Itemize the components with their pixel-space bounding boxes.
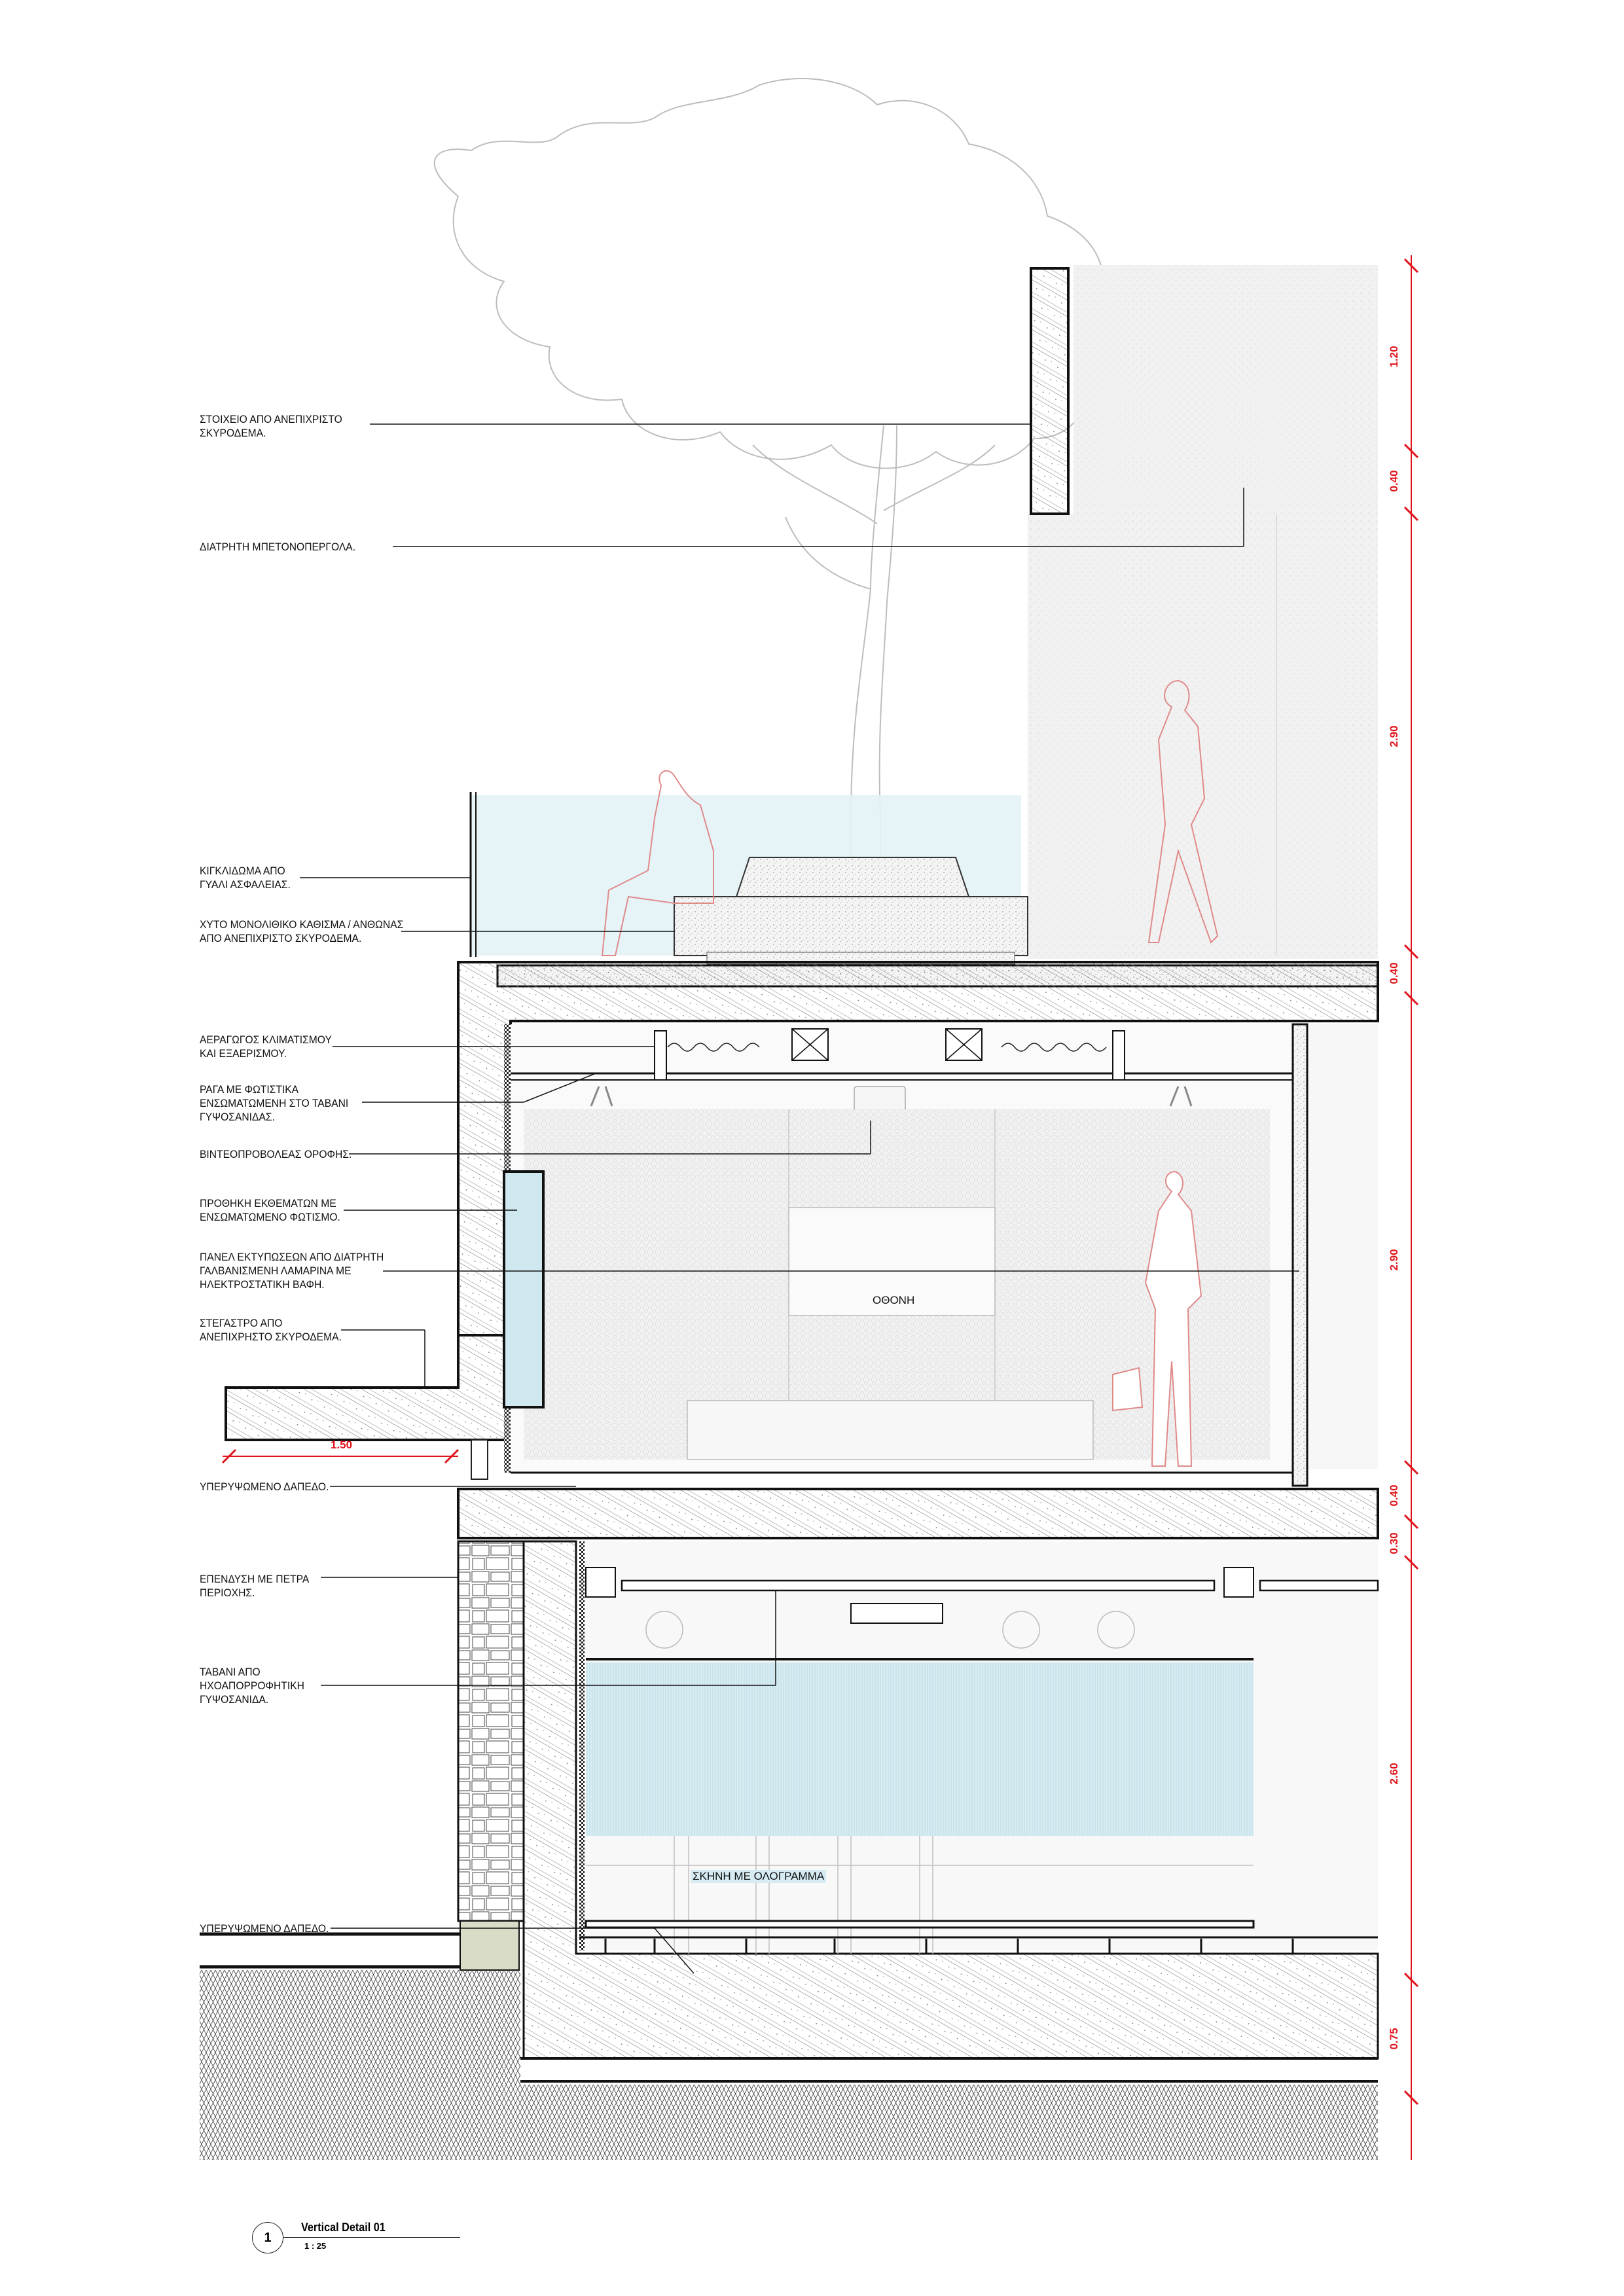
human-figures: [601, 679, 1219, 956]
dim-foundation: 0.75: [1388, 2028, 1400, 2050]
hologram-stage-label: ΣΚΗΝΗ ΜΕ ΟΛΟΓΡΑΜΜΑ: [691, 1870, 827, 1883]
dim-upper-room-height: 2.90: [1388, 1249, 1400, 1271]
dim-parapet-height: 1.20: [1388, 346, 1400, 368]
drawing-scale: 1 : 25: [304, 2241, 327, 2251]
dim-lower-room-height: 2.60: [1388, 1763, 1400, 1785]
dim-canopy-width: 1.50: [331, 1439, 353, 1451]
dimension-chain: [221, 255, 1419, 2160]
canopy-slab: [225, 1334, 512, 1441]
dim-floor-slab: 0.40: [1388, 1484, 1400, 1507]
dim-pergola-beam: 0.40: [1388, 470, 1400, 492]
leader-lines: [300, 423, 1299, 1974]
label-perforated-pergola: ΔΙΑΤΡΗΤΗ ΜΠΕΤΟΝΟΠΕΡΓΟΛΑ.: [200, 541, 356, 553]
pergola-block: [1028, 265, 1378, 959]
ground-soil: [200, 1932, 1378, 2160]
screen-label: ΟΘΟΝΗ: [871, 1294, 917, 1307]
label-ceiling-projector: ΒΙΝΤΕΟΠΡΟΒΟΛΕΑΣ ΟΡΟΦΗΣ.: [200, 1148, 352, 1160]
dim-roof-clear-height: 2.90: [1388, 725, 1400, 747]
detail-number: 1: [252, 2222, 283, 2253]
title-underline: [283, 2237, 460, 2238]
canopy-support: [471, 1439, 488, 1480]
dim-roof-slab: 0.40: [1388, 962, 1400, 984]
label-raised-floor-upper: ΥΠΕΡΥΨΩΜΕΝΟ ΔΑΠΕΔΟ.: [200, 1480, 329, 1493]
stone-cladding: [457, 1540, 525, 1971]
label-raised-floor-lower: ΥΠΕΡΥΨΩΜΕΝΟ ΔΑΠΕΔΟ.: [200, 1922, 329, 1935]
upper-raised-floor: [457, 1471, 1379, 1539]
lower-room: [579, 1541, 1379, 1954]
upper-room: [503, 1023, 1378, 1487]
dim-lower-ceiling: 0.30: [1388, 1532, 1400, 1554]
drawing-title: Vertical Detail 01: [301, 2221, 386, 2234]
